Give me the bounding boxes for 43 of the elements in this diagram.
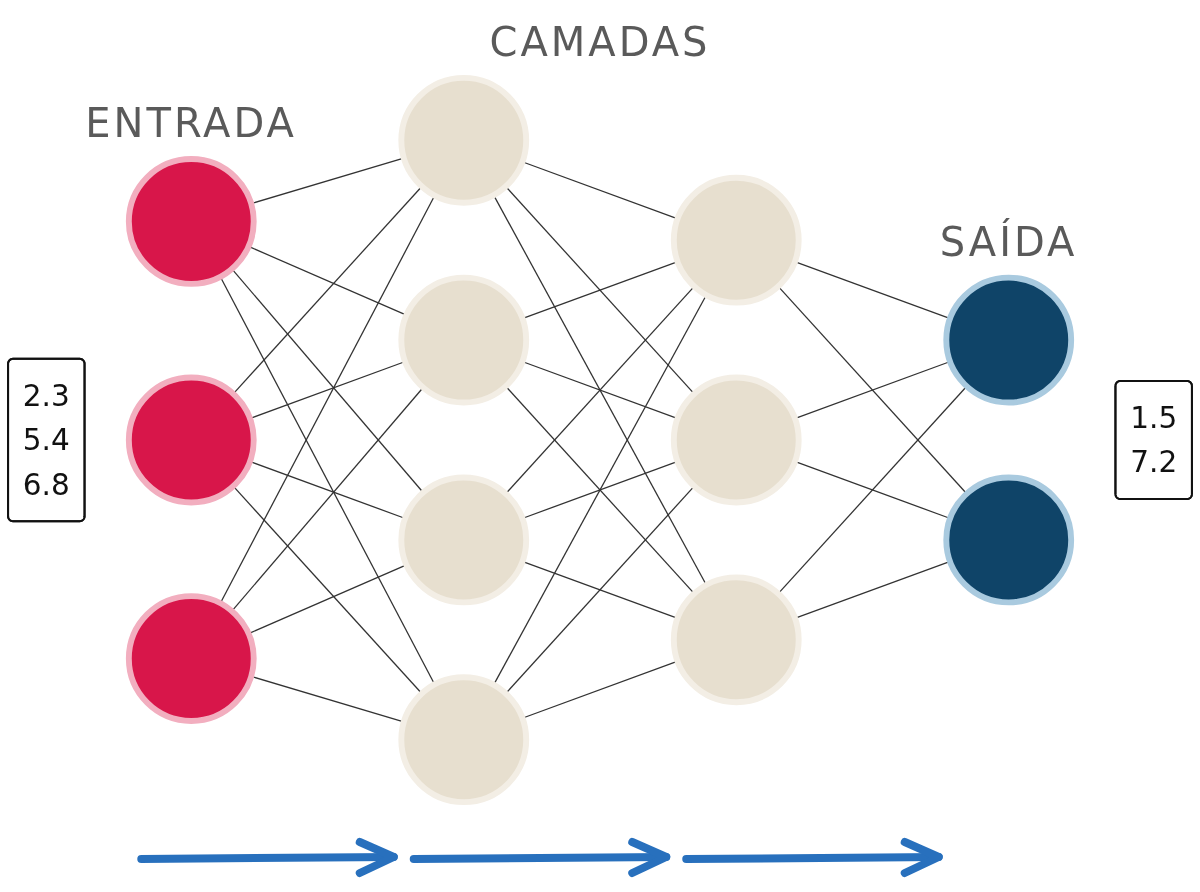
node-circle <box>398 74 530 206</box>
node-circle <box>943 474 1075 606</box>
node-circle <box>125 593 257 724</box>
node-circle <box>125 156 257 287</box>
connector <box>252 158 403 204</box>
connector <box>523 461 677 519</box>
connector <box>796 361 949 419</box>
connector <box>232 388 423 611</box>
connector <box>233 487 422 693</box>
connector <box>523 661 677 719</box>
connector <box>249 564 406 634</box>
connector <box>233 187 422 393</box>
connector <box>523 161 677 219</box>
connector <box>252 676 403 722</box>
node-circle <box>670 574 802 706</box>
connector <box>232 269 423 492</box>
connector <box>220 196 435 603</box>
connector <box>506 487 694 693</box>
connector <box>251 461 404 519</box>
connector <box>796 561 949 619</box>
connector <box>523 361 677 419</box>
node-circle <box>398 674 530 806</box>
connector <box>493 196 707 584</box>
connector <box>778 287 967 493</box>
connector <box>796 261 949 319</box>
connector <box>506 387 694 593</box>
node-circle <box>943 274 1075 406</box>
node-circle <box>398 274 530 406</box>
column-heading: ENTRADA <box>85 101 297 146</box>
connector <box>249 246 406 316</box>
connector <box>220 277 435 684</box>
node-circle <box>670 174 802 306</box>
connector <box>778 387 967 593</box>
column-heading: SAÍDA <box>939 219 1078 264</box>
connector <box>506 287 694 493</box>
node-circle <box>670 374 802 506</box>
node-circle <box>125 374 257 506</box>
node-circle <box>398 474 530 606</box>
connector <box>506 187 694 393</box>
column-heading: CAMADAS <box>489 19 711 64</box>
connector <box>251 361 404 419</box>
connector <box>493 296 707 684</box>
connector <box>796 461 949 519</box>
